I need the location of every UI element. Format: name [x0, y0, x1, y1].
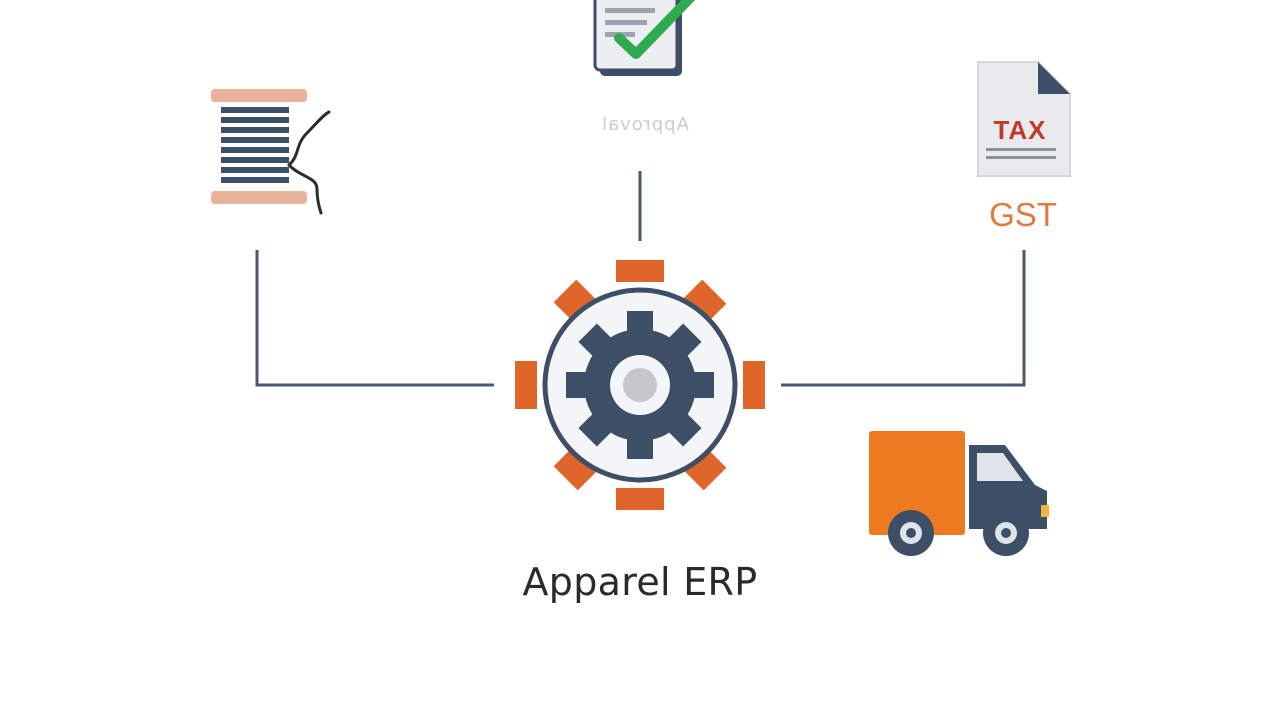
gear-icon: [515, 260, 765, 510]
approval-label: Approval: [601, 114, 689, 135]
delivery-truck-icon: [869, 431, 1049, 556]
tax-text: TAX: [993, 115, 1046, 145]
center-label: Apparel ERP: [522, 560, 758, 604]
tax-document-icon: TAX: [977, 61, 1071, 177]
thread-spool-icon: [211, 89, 331, 215]
connector-tax-to-center: [781, 250, 1026, 387]
gst-label: GST: [989, 196, 1057, 233]
checked-document-icon: [593, 0, 696, 76]
connector-thread-to-center: [255, 250, 494, 387]
